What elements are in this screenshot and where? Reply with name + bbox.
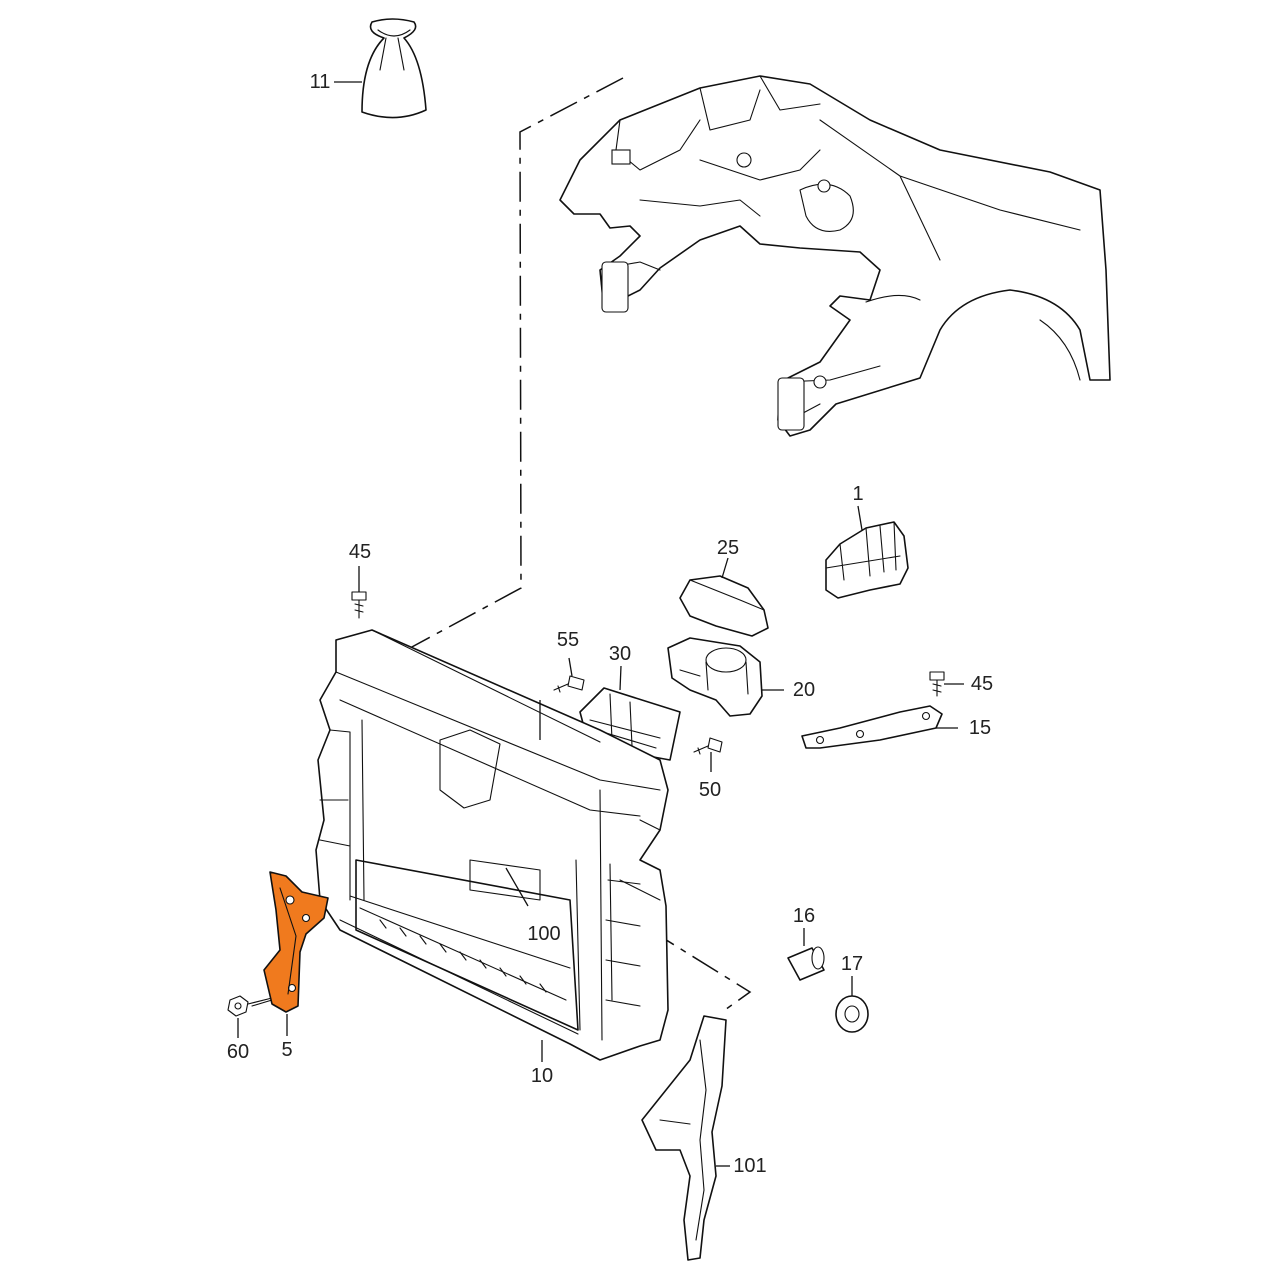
nut-60 [227, 995, 273, 1017]
screw-50 [693, 737, 723, 755]
callout-label-45-upper: 45 [348, 541, 372, 563]
callout-label-55: 55 [556, 629, 580, 651]
bolt-45-upper [351, 591, 367, 619]
callout-label-15: 15 [968, 717, 992, 739]
callout-label-100: 100 [527, 923, 561, 945]
callout-label-45-right: 45 [970, 673, 994, 695]
screw-55 [553, 675, 585, 693]
callout-label-16: 16 [792, 905, 816, 927]
callout-label-17: 17 [840, 953, 864, 975]
body-front-section [559, 75, 1111, 437]
bushing-16 [787, 946, 825, 981]
bracket-part-1 [825, 521, 909, 599]
callout-label-1: 1 [852, 483, 864, 505]
bag-part [361, 18, 427, 119]
callout-label-25: 25 [716, 537, 740, 559]
support-strip-part-15 [801, 705, 943, 749]
callout-label-10: 10 [530, 1065, 554, 1087]
callout-label-20: 20 [792, 679, 816, 701]
washer-17 [835, 995, 869, 1033]
cover-part-25 [679, 575, 769, 637]
air-guide-part-101 [641, 1015, 727, 1261]
lock-carrier-part-10 [315, 629, 669, 1061]
highlighted-bracket-part-5[interactable] [263, 871, 329, 1013]
bolt-45-right [929, 671, 945, 697]
callout-leader-lines [237, 81, 964, 1167]
callout-label-60: 60 [226, 1041, 250, 1063]
callout-label-5: 5 [281, 1039, 293, 1061]
callout-label-50: 50 [698, 779, 722, 801]
callout-label-11: 11 [309, 71, 331, 93]
housing-part-20 [667, 637, 763, 717]
callout-label-30: 30 [608, 643, 632, 665]
callout-label-101: 101 [733, 1155, 767, 1177]
